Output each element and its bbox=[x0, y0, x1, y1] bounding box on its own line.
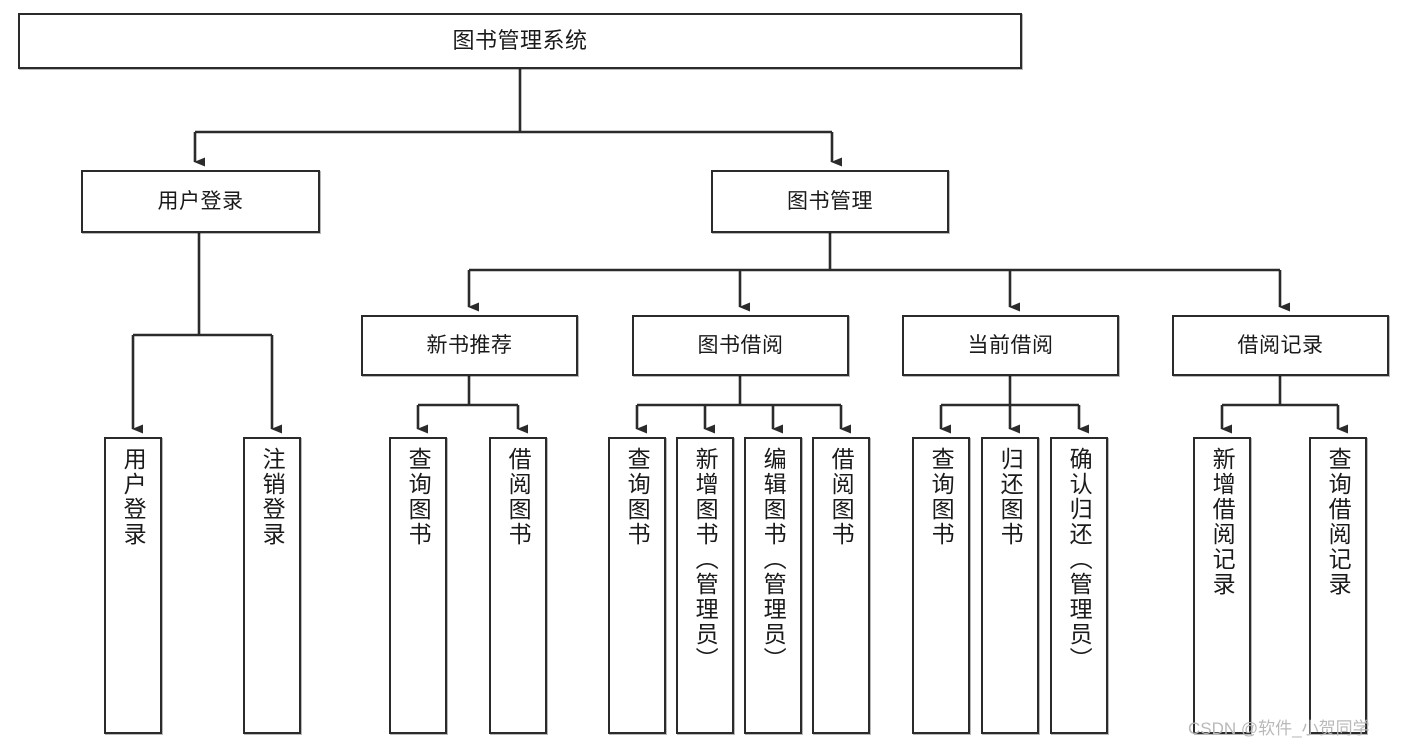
leaf-query-book-borrow[interactable]: 查询图书 bbox=[608, 437, 666, 734]
leaf-edit-book-admin[interactable]: 编辑图书（管理员） bbox=[744, 437, 802, 734]
node-book-borrowing[interactable]: 图书借阅 bbox=[632, 315, 849, 376]
node-label: 当前借阅 bbox=[967, 333, 1054, 357]
leaf-confirm-return-admin[interactable]: 确认归还（管理员） bbox=[1050, 437, 1108, 734]
node-label: 图书管理 bbox=[787, 189, 873, 213]
leaf-logout[interactable]: 注销登录 bbox=[243, 437, 301, 734]
leaf-user-login[interactable]: 用户登录 bbox=[104, 437, 162, 734]
node-borrowing-record[interactable]: 借阅记录 bbox=[1172, 315, 1389, 376]
node-label: 注销登录 bbox=[259, 447, 286, 547]
node-label: 图书借阅 bbox=[697, 333, 784, 357]
node-current-borrowing[interactable]: 当前借阅 bbox=[902, 315, 1119, 376]
node-label: 新增借阅记录 bbox=[1209, 447, 1236, 597]
node-user-login[interactable]: 用户登录 bbox=[81, 170, 320, 233]
node-label: 图书管理系统 bbox=[452, 27, 588, 53]
leaf-query-borrow-record[interactable]: 查询借阅记录 bbox=[1309, 437, 1367, 734]
leaf-add-book-admin[interactable]: 新增图书（管理员） bbox=[676, 437, 734, 734]
watermark-text: CSDN @软件_小贺同学 bbox=[1188, 719, 1370, 738]
node-label: 用户登录 bbox=[157, 189, 244, 213]
node-label: 查询借阅记录 bbox=[1325, 447, 1352, 597]
node-label: 新书推荐 bbox=[426, 333, 513, 357]
leaf-add-borrow-record[interactable]: 新增借阅记录 bbox=[1193, 437, 1251, 734]
node-label: 归还图书 bbox=[997, 447, 1024, 547]
node-label: 新增图书（管理员） bbox=[692, 447, 719, 672]
node-label: 借阅图书 bbox=[828, 447, 855, 547]
node-label: 查询图书 bbox=[624, 447, 651, 547]
node-label: 用户登录 bbox=[120, 447, 147, 547]
node-new-book-recommendation[interactable]: 新书推荐 bbox=[361, 315, 578, 376]
leaf-query-book-recommend[interactable]: 查询图书 bbox=[389, 437, 447, 734]
node-label: 借阅记录 bbox=[1237, 333, 1324, 357]
leaf-return-book[interactable]: 归还图书 bbox=[981, 437, 1039, 734]
node-label: 借阅图书 bbox=[505, 447, 532, 547]
leaf-borrow-book-recommend[interactable]: 借阅图书 bbox=[489, 437, 547, 734]
node-label: 查询图书 bbox=[928, 447, 955, 547]
leaf-borrow-book[interactable]: 借阅图书 bbox=[812, 437, 870, 734]
node-label: 确认归还（管理员） bbox=[1066, 447, 1093, 672]
node-root-library-system[interactable]: 图书管理系统 bbox=[18, 13, 1022, 69]
leaf-query-book-current[interactable]: 查询图书 bbox=[912, 437, 970, 734]
node-book-management[interactable]: 图书管理 bbox=[711, 170, 949, 233]
node-label: 编辑图书（管理员） bbox=[760, 447, 787, 672]
node-label: 查询图书 bbox=[405, 447, 432, 547]
